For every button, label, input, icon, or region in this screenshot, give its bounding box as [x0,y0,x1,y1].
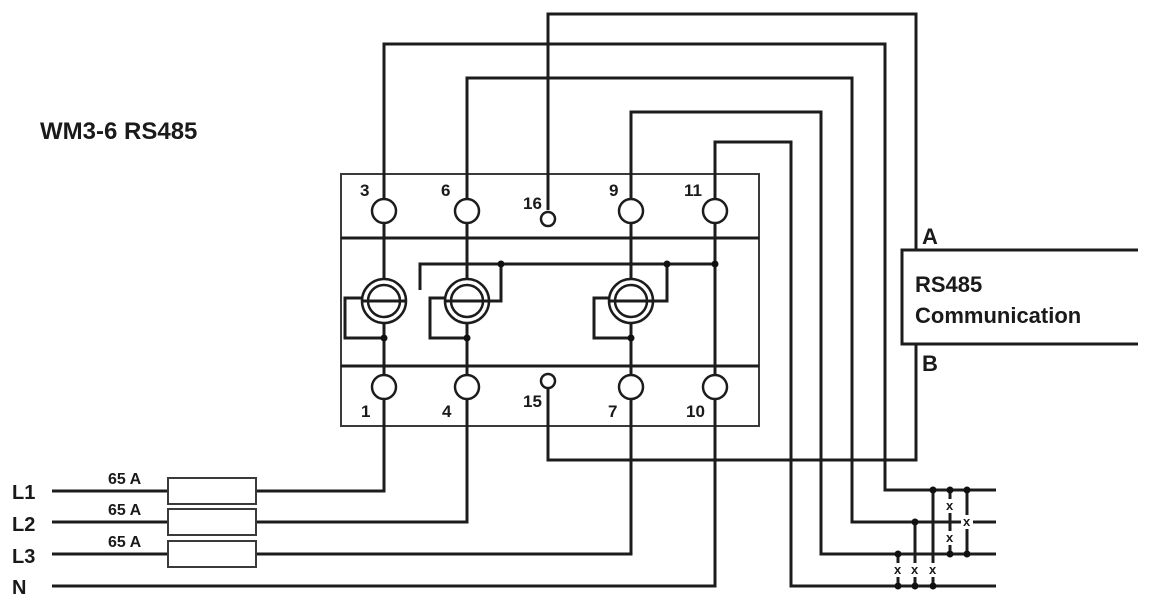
bus-node-4 [911,518,919,526]
junction-mark-2: x [946,530,954,545]
node-bus-n [711,260,719,268]
terminal-10 [701,373,729,401]
terminal-3 [370,197,398,225]
terminal-4 [453,373,481,401]
bus-node-10 [929,582,937,590]
rs485-label: RS485 [915,272,982,297]
junction-mark-3: x [963,514,971,529]
diagram-title: WM3-6 RS485 [40,118,197,145]
crossing-gap-3 [961,515,973,529]
terminal-label-3: 3 [360,181,369,200]
terminal-a-label: A [922,224,938,249]
node-bus-3 [663,260,671,268]
fuse-rating-l3: 65 A [108,534,142,551]
top-wires [382,12,996,588]
fuse-l2 [167,508,257,536]
measuring-elements [360,277,655,325]
wire-terminal-15-to-b [546,344,918,462]
line-label-n: N [12,577,26,599]
terminal-b-label: B [922,351,938,376]
bus-node-1 [929,486,937,494]
internal-loop-3 [592,296,631,340]
supply-lines: L1 L2 L3 N 65 A 65 A 65 A [12,400,717,599]
terminal-label-4: 4 [442,402,452,421]
node-loop-3 [627,334,635,342]
crossing-gap-4 [927,563,939,577]
wire-terminal-3 [382,42,996,492]
junction-mark-4: x [929,562,937,577]
terminal-label-15: 15 [523,392,542,411]
internal-loop-1 [343,296,384,340]
wire-terminal-11 [713,140,996,588]
crossing-gap-2 [944,531,956,545]
crossing-gap-5 [909,563,921,577]
bus-node-6 [963,550,971,558]
terminal-7 [617,373,645,401]
junction-mark-5: x [911,562,919,577]
terminal-numbers: 3 6 16 9 11 1 4 15 7 10 [360,181,705,421]
node-loop-1 [380,334,388,342]
line-label-l3: L3 [12,546,35,568]
fuse-l1 [167,477,257,505]
fuse-rating-l2: 65 A [108,502,142,519]
terminal-11 [701,197,729,225]
terminal-1 [370,373,398,401]
bus-node-9 [911,582,919,590]
bus-node-8 [894,582,902,590]
junction-mark-1: x [946,498,954,513]
bus-junctions: x x x x x x [892,486,973,590]
bus-node-5 [946,550,954,558]
internal-voltage-bus [418,262,715,290]
wire-l1 [52,400,386,493]
wire-terminal-9 [629,110,996,556]
terminal-label-7: 7 [608,402,617,421]
crossing-gap-6 [892,563,904,577]
fuse-l3 [167,540,257,568]
fuse-rating-l1: 65 A [108,471,142,488]
terminal-label-1: 1 [361,402,370,421]
terminal-16 [539,210,557,228]
wire-n [52,400,717,588]
node-loop-2 [463,334,471,342]
wire-terminal-6 [465,76,996,524]
terminal-label-10: 10 [686,402,705,421]
communication-label: Communication [915,303,1081,328]
terminals [370,197,729,401]
bus-node-2 [946,486,954,494]
junction-mark-6: x [894,562,902,577]
rs485-box-outline [900,248,1138,346]
bus-node-7 [894,550,902,558]
line-label-l2: L2 [12,514,35,536]
terminal-label-16: 16 [523,194,542,213]
line-label-l1: L1 [12,482,35,504]
terminal-label-6: 6 [441,181,450,200]
bus-node-3 [963,486,971,494]
internal-coil-link-3 [649,264,669,303]
terminal-9 [617,197,645,225]
wire-terminal-16-to-a [546,12,918,250]
terminal-label-11: 11 [684,181,702,200]
terminal-15 [539,372,557,390]
terminal-6 [453,197,481,225]
internal-loop-2 [428,296,467,340]
crossing-gap-1 [944,499,956,513]
node-bus-2 [497,260,505,268]
terminal-label-9: 9 [609,181,618,200]
rs485-box: RS485 Communication A B [900,224,1138,376]
